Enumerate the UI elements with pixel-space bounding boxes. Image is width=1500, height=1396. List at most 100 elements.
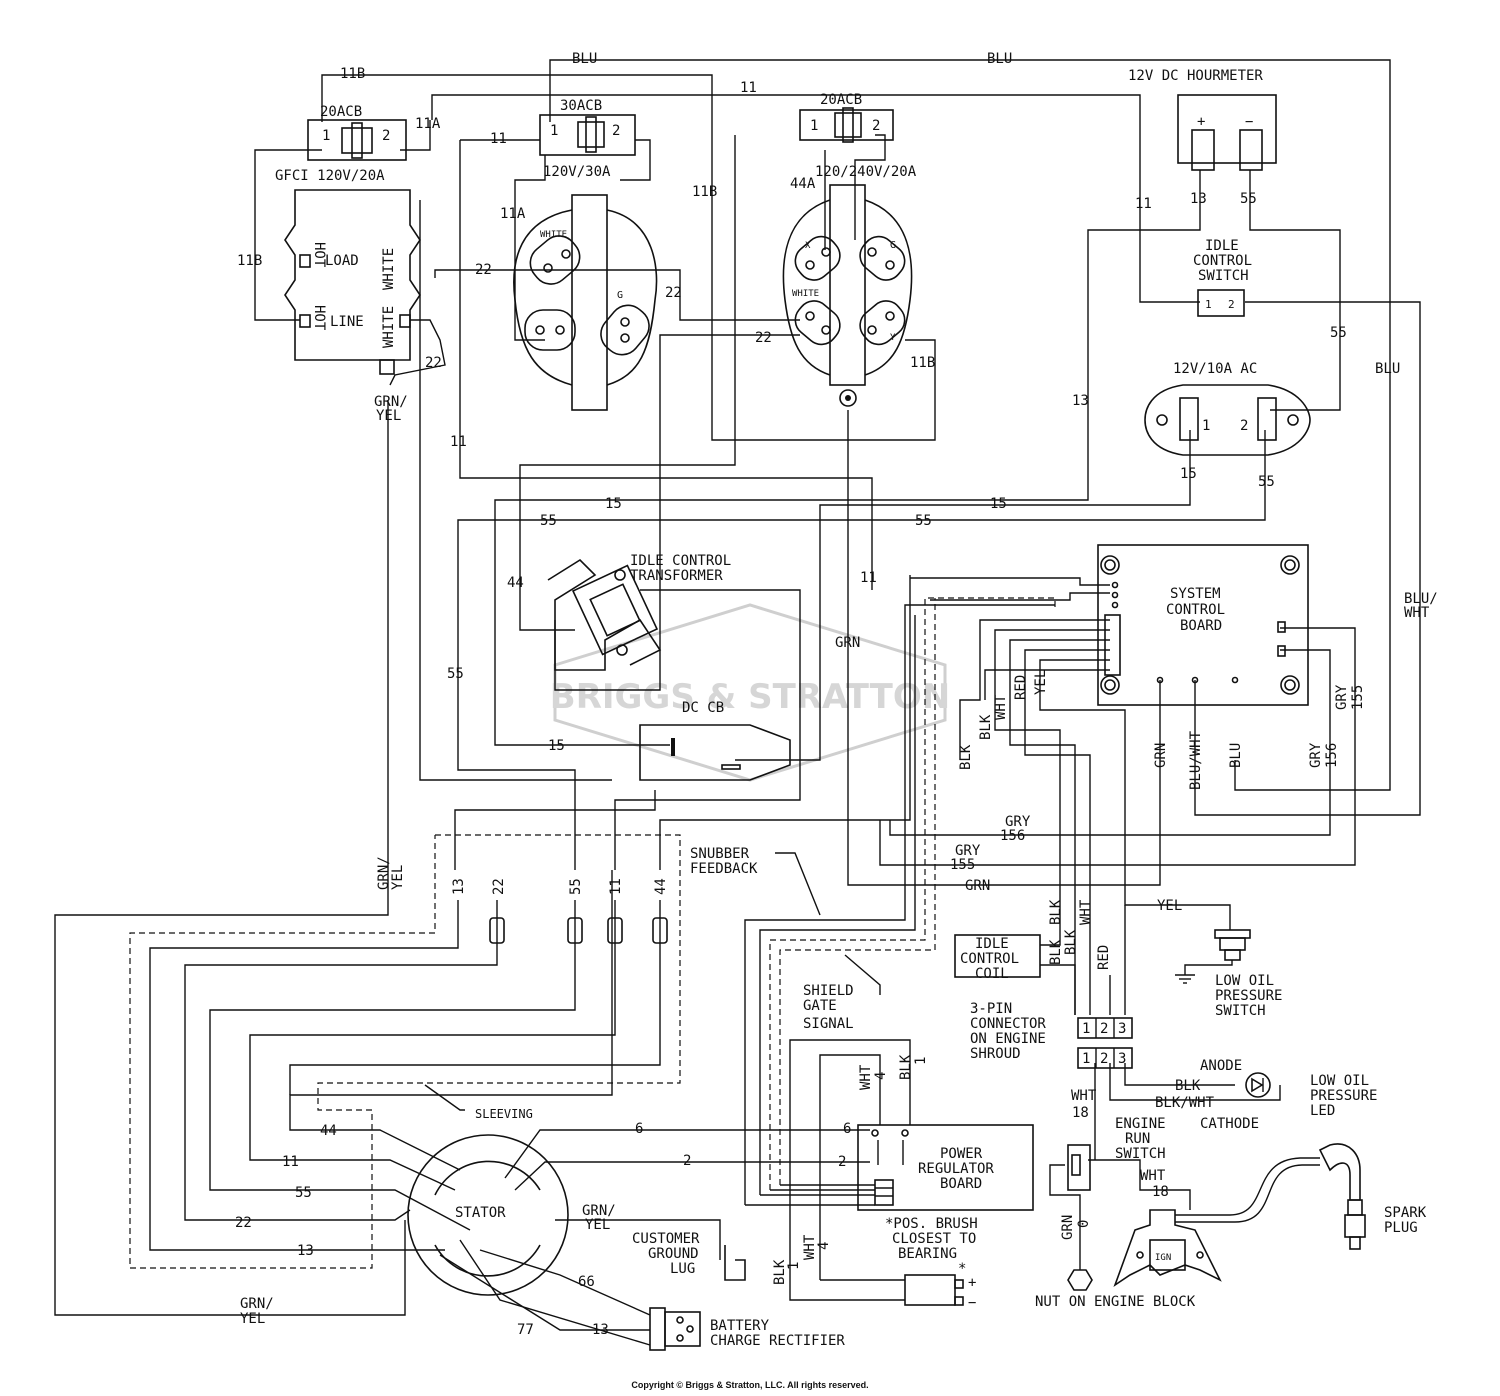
svg-text:TRANSFORMER: TRANSFORMER <box>630 568 723 584</box>
svg-text:15: 15 <box>990 496 1007 512</box>
svg-text:SWITCH: SWITCH <box>1115 1146 1166 1162</box>
svg-text:3-PIN: 3-PIN <box>970 1001 1012 1017</box>
svg-text:SWITCH: SWITCH <box>1215 1003 1266 1019</box>
component-labels: SNUBBER FEEDBACK SHIELD GATE SIGNAL SLEE… <box>475 846 854 1121</box>
svg-text:2: 2 <box>683 1153 691 1169</box>
svg-text:WHITE: WHITE <box>540 230 567 240</box>
svg-text:ANODE: ANODE <box>1200 1058 1242 1074</box>
svg-text:1: 1 <box>810 118 818 134</box>
three-pin-connector: 3-PIN CONNECTOR ON ENGINE SHROUD 1 2 3 1… <box>970 1001 1133 1069</box>
svg-text:GRN: GRN <box>835 635 860 651</box>
svg-text:15: 15 <box>1180 466 1197 482</box>
svg-text:YEL: YEL <box>240 1311 265 1327</box>
svg-text:2: 2 <box>1240 418 1248 434</box>
svg-text:WHT: WHT <box>1071 1088 1097 1104</box>
svg-text:WHT: WHT <box>802 1234 818 1260</box>
svg-text:SPARK: SPARK <box>1384 1205 1427 1221</box>
svg-text:156: 156 <box>1000 828 1025 844</box>
svg-text:CUSTOMER: CUSTOMER <box>632 1231 700 1247</box>
svg-text:IDLE CONTROL: IDLE CONTROL <box>630 553 731 569</box>
svg-text:22: 22 <box>475 262 492 278</box>
breaker-30a: 30ACB 1 2 120V/30A <box>539 98 636 180</box>
svg-text:11B: 11B <box>340 66 365 82</box>
svg-text:2: 2 <box>1100 1051 1108 1067</box>
outlet-120-30-label: 120V/30A <box>543 164 611 180</box>
svg-text:1: 1 <box>550 123 558 139</box>
svg-text:GRN/: GRN/ <box>376 856 392 890</box>
svg-text:11: 11 <box>740 80 757 96</box>
svg-text:GRN/: GRN/ <box>374 394 408 410</box>
svg-text:13: 13 <box>451 878 467 895</box>
svg-text:GRY: GRY <box>1005 814 1031 830</box>
svg-text:RUN: RUN <box>1125 1131 1150 1147</box>
svg-text:13: 13 <box>1072 393 1089 409</box>
svg-text:YEL: YEL <box>585 1217 610 1233</box>
svg-text:BLK: BLK <box>1048 939 1064 965</box>
svg-text:CONTROL: CONTROL <box>1193 253 1252 269</box>
gfci-receptacle: 20ACB 1 2 GFCI 120V/20A LOAD LINE HOT HO… <box>275 104 421 375</box>
svg-text:11: 11 <box>450 434 467 450</box>
svg-text:1: 1 <box>322 128 330 144</box>
svg-text:BEARING: BEARING <box>898 1246 957 1262</box>
svg-text:44A: 44A <box>790 176 816 192</box>
svg-text:BLK: BLK <box>1175 1078 1201 1094</box>
svg-text:22: 22 <box>755 330 772 346</box>
svg-text:13: 13 <box>297 1243 314 1259</box>
svg-text:6: 6 <box>635 1121 643 1137</box>
low-oil-pressure-switch: LOW OIL PRESSURE SWITCH <box>1175 929 1282 1019</box>
svg-text:WHITE: WHITE <box>792 289 819 299</box>
svg-text:SYSTEM: SYSTEM <box>1170 586 1221 602</box>
svg-text:1: 1 <box>1205 298 1212 311</box>
svg-text:CATHODE: CATHODE <box>1200 1116 1259 1132</box>
svg-text:11: 11 <box>608 878 624 895</box>
svg-text:55: 55 <box>540 513 557 529</box>
watermark-logo: BRIGGS & STRATTON <box>550 603 950 782</box>
svg-text:13: 13 <box>592 1322 609 1338</box>
system-control-board: SYSTEM CONTROL BOARD <box>1097 544 1309 706</box>
svg-text:2: 2 <box>872 118 880 134</box>
svg-text:BOARD: BOARD <box>1180 618 1222 634</box>
power-regulator-board: POWER REGULATOR BOARD <box>857 1124 1034 1211</box>
dc-cb-label: DC CB <box>682 700 724 716</box>
low-oil-led: ANODE CATHODE LOW OIL PRESSURE LED <box>1200 1058 1377 1132</box>
svg-text:BLK: BLK <box>1063 929 1079 955</box>
dc-hourmeter: 12V DC HOURMETER + − <box>1128 68 1277 171</box>
svg-text:30ACB: 30ACB <box>560 98 602 114</box>
svg-text:HOT: HOT <box>311 242 327 268</box>
svg-text:55: 55 <box>1258 474 1275 490</box>
svg-text:IDLE: IDLE <box>1205 238 1239 254</box>
svg-text:44: 44 <box>507 575 524 591</box>
watermark-text: BRIGGS & STRATTON <box>550 677 950 717</box>
svg-text:2: 2 <box>838 1154 846 1170</box>
gfci-load-label: LOAD <box>325 253 359 269</box>
outlet-120v-30a: WHITE G <box>513 194 658 411</box>
svg-text:55: 55 <box>568 878 584 895</box>
svg-text:ON ENGINE: ON ENGINE <box>970 1031 1046 1047</box>
svg-text:11A: 11A <box>500 206 526 222</box>
svg-text:LED: LED <box>1310 1103 1335 1119</box>
svg-text:GRN/: GRN/ <box>582 1203 616 1219</box>
svg-text:15: 15 <box>605 496 622 512</box>
svg-text:WHITE: WHITE <box>381 248 397 290</box>
svg-text:22: 22 <box>235 1215 252 1231</box>
svg-text:55: 55 <box>1330 325 1347 341</box>
svg-text:ENGINE: ENGINE <box>1115 1116 1166 1132</box>
svg-text:SIGNAL: SIGNAL <box>803 1016 854 1032</box>
svg-text:WHT: WHT <box>993 694 1009 720</box>
svg-text:SLEEVING: SLEEVING <box>475 1107 533 1121</box>
svg-text:*POS. BRUSH: *POS. BRUSH <box>885 1216 978 1232</box>
svg-text:BLK: BLK <box>898 1054 914 1080</box>
stator-label: STATOR <box>455 1205 506 1221</box>
svg-text:WHT: WHT <box>858 1064 874 1090</box>
svg-text:IDLE: IDLE <box>975 936 1009 952</box>
svg-text:11: 11 <box>1135 196 1152 212</box>
svg-text:11B: 11B <box>692 184 717 200</box>
gfci-line-label: LINE <box>330 314 364 330</box>
copyright-notice: Copyright © Briggs & Stratton, LLC. All … <box>631 1380 869 1390</box>
spark-plug: SPARK PLUG <box>1318 1143 1427 1250</box>
svg-text:CLOSEST TO: CLOSEST TO <box>892 1231 976 1247</box>
svg-text:YEL: YEL <box>1033 670 1049 695</box>
svg-text:55: 55 <box>1240 191 1257 207</box>
svg-text:*: * <box>958 1261 966 1277</box>
